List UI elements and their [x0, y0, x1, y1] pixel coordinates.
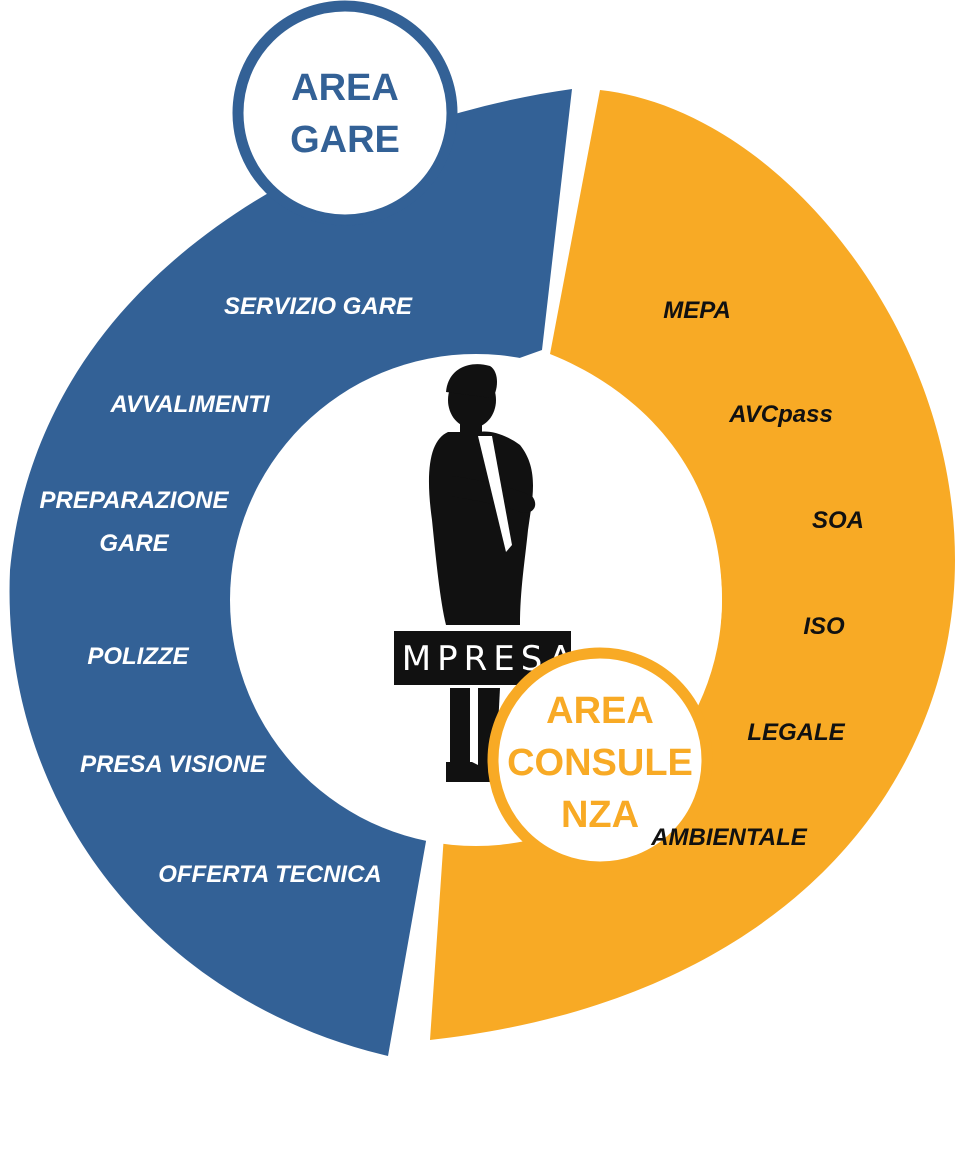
- right-item: ISO: [803, 613, 845, 640]
- badge-line: NZA: [561, 794, 639, 836]
- left-item-line: AVVALIMENTI: [109, 391, 270, 418]
- area-gare-segment: [9, 89, 572, 1056]
- left-item-line: POLIZZE: [87, 643, 189, 670]
- right-item-line: LEGALE: [747, 719, 845, 746]
- badge-line: GARE: [290, 119, 400, 161]
- left-item-line: SERVIZIO GARE: [224, 293, 413, 320]
- right-item-line: SOA: [812, 507, 864, 534]
- right-item: AVCpass: [728, 401, 833, 428]
- badge-line: CONSULE: [507, 742, 693, 784]
- left-item: POLIZZE: [87, 643, 189, 670]
- badge-line: AREA: [291, 67, 399, 109]
- right-item-line: AMBIENTALE: [650, 824, 808, 851]
- left-item: SERVIZIO GARE: [224, 293, 413, 320]
- area-gare-badge: AREA GARE: [232, 0, 458, 226]
- right-item-line: MEPA: [663, 297, 731, 324]
- left-item-line: OFFERTA TECNICA: [158, 861, 382, 888]
- left-item: AVVALIMENTI: [109, 391, 270, 418]
- right-item: SOA: [812, 507, 864, 534]
- area-gare-items: SERVIZIO GARE AVVALIMENTI PREPARAZIONE GARE…: [40, 293, 413, 888]
- right-item: LEGALE: [747, 719, 845, 746]
- right-item-line: AVCpass: [728, 401, 833, 428]
- right-item-line: ISO: [803, 613, 845, 640]
- right-item: AMBIENTALE: [650, 824, 808, 851]
- area-consulenza-badge: AREA CONSULE NZA: [487, 647, 713, 873]
- badge-line: AREA: [546, 690, 654, 732]
- area-consulenza-segment: [430, 90, 955, 1040]
- left-item: PREPARAZIONE GARE: [40, 487, 230, 557]
- left-item-line: PREPARAZIONE: [40, 487, 230, 514]
- left-item-line: GARE: [99, 530, 169, 557]
- right-item: MEPA: [663, 297, 731, 324]
- businessman-icon: [428, 364, 536, 782]
- left-item: OFFERTA TECNICA: [158, 861, 382, 888]
- left-item: PRESA VISIONE: [80, 751, 267, 778]
- left-item-line: PRESA VISIONE: [80, 751, 267, 778]
